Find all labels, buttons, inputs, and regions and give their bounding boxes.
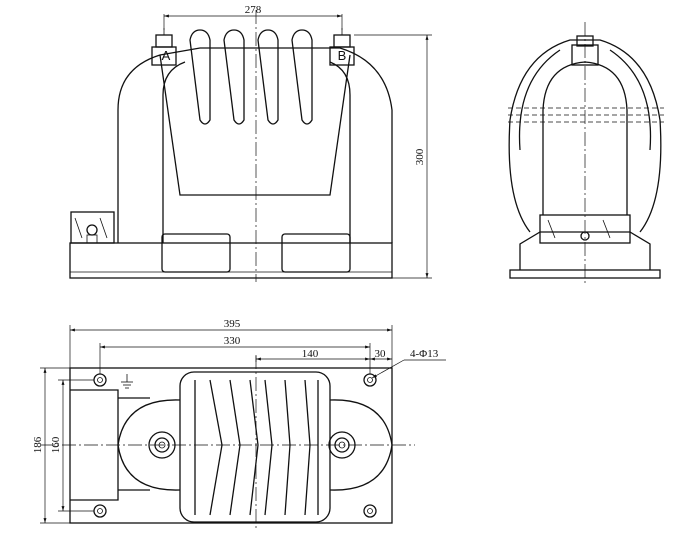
insulator-sheds xyxy=(189,29,313,125)
dim-300-text: 300 xyxy=(414,148,426,165)
base-foot-right xyxy=(281,233,351,273)
terminal-a-label: A xyxy=(162,48,171,63)
base-foot-left xyxy=(161,233,231,273)
plan-shed-block xyxy=(179,371,331,523)
mounting-holes xyxy=(93,373,377,518)
terminal-a xyxy=(151,28,177,66)
terminal-b-label: B xyxy=(338,48,347,63)
front-body-outline xyxy=(117,47,393,243)
terminal-b xyxy=(329,28,355,66)
shed-block xyxy=(159,54,351,196)
dim-186-text: 186 xyxy=(32,436,44,453)
hole-callout-text: 4-Φ13 xyxy=(410,348,439,360)
side-view xyxy=(508,22,664,285)
front-view: A B 278 300 xyxy=(69,4,432,282)
dim-395-text: 395 xyxy=(224,318,241,330)
dim-278-text: 278 xyxy=(245,4,262,16)
dim-160-text: 160 xyxy=(50,436,62,453)
front-base-plate xyxy=(69,242,393,279)
ground-icon xyxy=(121,374,133,389)
hole-callout-leader xyxy=(371,359,405,379)
dim-330-text: 330 xyxy=(224,335,241,347)
plan-view: 395 330 140 30 4-Φ13 186 160 xyxy=(32,318,446,530)
dim-30-text: 30 xyxy=(375,348,387,360)
dim-140-text: 140 xyxy=(302,348,319,360)
plan-sheds xyxy=(194,379,319,516)
secondary-terminal-box xyxy=(70,211,115,244)
